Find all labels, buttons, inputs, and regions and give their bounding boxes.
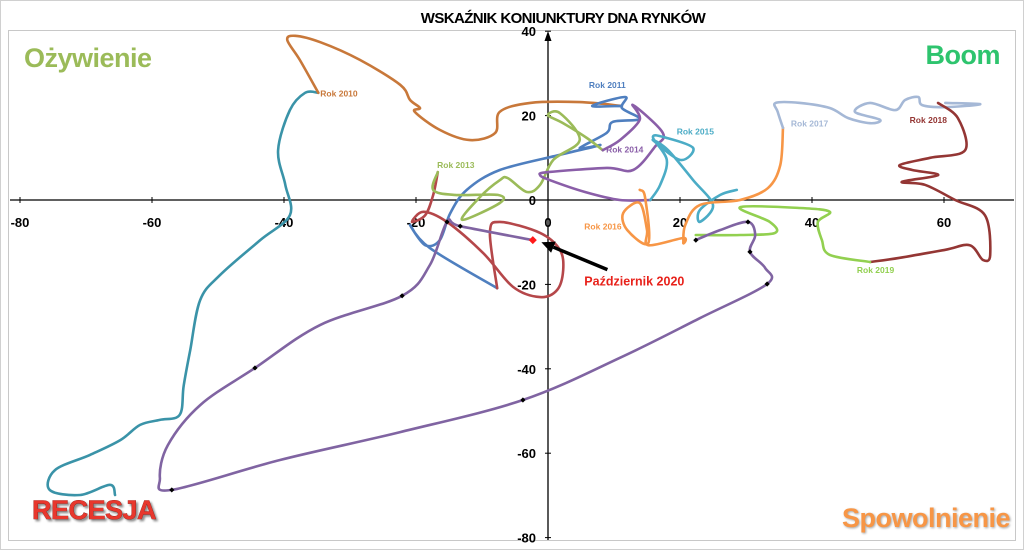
quadrant-label-spowolnienie: Spowolnienie bbox=[842, 503, 1010, 533]
series-annotation: Rok 2011 bbox=[589, 80, 626, 90]
series-line-2016 bbox=[621, 126, 785, 247]
y-tick-label: 0 bbox=[529, 193, 536, 208]
y-axis-arrow-icon bbox=[544, 31, 552, 41]
series-annotation: Rok 2014 bbox=[606, 145, 644, 155]
data-point-marker bbox=[169, 487, 175, 493]
y-tick-label: 20 bbox=[522, 109, 536, 124]
series-line-2010 bbox=[285, 34, 624, 142]
series-line-2009 bbox=[46, 90, 320, 497]
y-tick-label: -60 bbox=[517, 446, 536, 461]
quadrant-label-ozywienie: Ożywienie bbox=[24, 43, 152, 73]
x-tick-label: -60 bbox=[143, 215, 162, 230]
x-tick-label: 40 bbox=[805, 215, 819, 230]
callout-label: Październik 2020 bbox=[584, 275, 684, 289]
callout-arrow-line bbox=[552, 245, 609, 272]
series-annotation: Rok 2017 bbox=[791, 119, 829, 129]
data-point-marker bbox=[747, 249, 753, 255]
callout-arrow-icon bbox=[541, 241, 556, 253]
series-line-2015 bbox=[649, 134, 739, 224]
chart-title: WSKAŹNIK KONIUNKTURY DNA RYNKÓW bbox=[421, 9, 707, 27]
series-line-2018 bbox=[868, 101, 992, 264]
series-annotation: Rok 2010 bbox=[320, 89, 358, 99]
x-tick-label: 60 bbox=[937, 215, 951, 230]
marker-group bbox=[169, 219, 770, 493]
quadrant-label-recesja: RECESJA bbox=[32, 495, 156, 525]
series-line-2019 bbox=[694, 204, 872, 264]
data-point-marker bbox=[764, 281, 770, 287]
series-annotation: Rok 2019 bbox=[857, 265, 895, 275]
series-annotation: Rok 2013 bbox=[437, 160, 475, 170]
x-tick-label: -80 bbox=[11, 215, 30, 230]
x-tick-label: 0 bbox=[544, 215, 551, 230]
y-tick-label: -80 bbox=[517, 531, 536, 546]
series-line-2014 bbox=[538, 103, 666, 202]
plot-area-border bbox=[8, 30, 1016, 541]
series-annotation: Rok 2018 bbox=[910, 115, 948, 125]
series-line-2017 bbox=[772, 95, 982, 130]
series-line-2013 bbox=[431, 110, 605, 222]
data-point-marker bbox=[444, 219, 450, 225]
data-point-marker bbox=[399, 293, 405, 299]
data-point-marker bbox=[252, 365, 258, 371]
y-tick-label: 40 bbox=[522, 24, 536, 39]
series-line-2012 bbox=[410, 170, 565, 299]
latest-point-marker bbox=[528, 236, 537, 245]
series-annotation: Rok 2016 bbox=[584, 222, 622, 232]
series-annotation: Rok 2015 bbox=[677, 127, 715, 137]
series-line-2011 bbox=[408, 95, 642, 290]
data-point-marker bbox=[745, 219, 751, 225]
y-tick-label: -20 bbox=[517, 277, 536, 292]
y-tick-label: -40 bbox=[517, 362, 536, 377]
quadrant-label-boom: Boom bbox=[926, 40, 1001, 70]
data-point-marker bbox=[520, 397, 526, 403]
data-point-marker bbox=[457, 223, 463, 229]
data-point-marker bbox=[693, 237, 699, 243]
